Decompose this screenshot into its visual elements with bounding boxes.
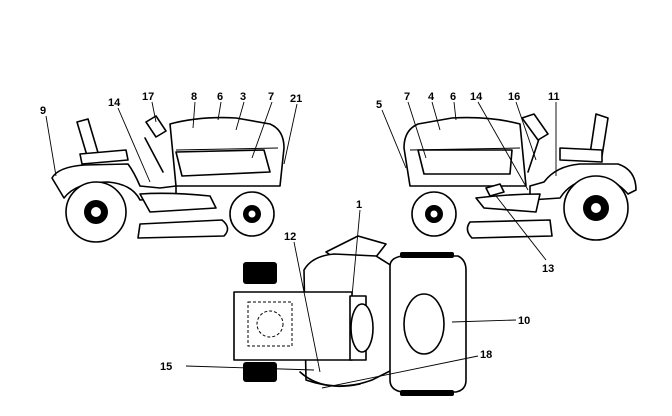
leader-7-right (407, 101, 427, 159)
left-steering-wheel (145, 115, 167, 138)
leader-21 (283, 103, 298, 165)
callout-labels: 9 14 17 8 6 3 7 21 5 7 4 6 14 16 11 13 1… (40, 91, 560, 373)
left-side-view (51, 115, 285, 243)
right-side-view (403, 113, 637, 241)
right-steering-wheel (521, 113, 549, 141)
top-seat-circle (256, 310, 284, 338)
leader-lines (45, 101, 557, 389)
callout-15: 15 (160, 361, 172, 373)
callout-13: 13 (542, 263, 554, 275)
callout-6-left: 6 (217, 91, 223, 103)
left-seat-cushion (79, 149, 129, 165)
leader-4 (431, 101, 441, 131)
leader-14-left (117, 107, 151, 183)
top-deck-curve (299, 371, 361, 388)
top-grille-oval (403, 293, 445, 355)
right-mower-deck (466, 219, 553, 239)
callout-18: 18 (480, 349, 492, 361)
leader-14-right (477, 101, 529, 191)
left-grille-panel (175, 149, 271, 177)
right-grille-panel (417, 149, 513, 175)
left-footrest (139, 192, 217, 213)
top-steering-hub (350, 303, 374, 353)
leader-8 (192, 101, 196, 129)
leader-10 (451, 319, 517, 323)
leader-18 (321, 355, 479, 389)
left-mower-deck (137, 219, 229, 239)
callout-21: 21 (290, 93, 302, 105)
leader-6-right (453, 101, 457, 121)
top-fender-block (233, 291, 353, 361)
callout-7-left: 7 (268, 91, 274, 103)
callout-12: 12 (284, 231, 296, 243)
leader-5 (381, 109, 407, 169)
callout-16: 16 (508, 91, 520, 103)
right-seat-cushion (559, 147, 603, 163)
leader-1 (351, 209, 361, 297)
left-steering-column (144, 137, 164, 173)
leader-12 (293, 241, 321, 373)
callout-6-right: 6 (450, 91, 456, 103)
callout-4: 4 (428, 91, 435, 103)
leader-7-left (251, 101, 273, 159)
top-front-bumper-top (400, 252, 454, 258)
left-rear-wheel-cap (91, 207, 101, 217)
callout-14-right: 14 (470, 91, 483, 103)
leader-13 (495, 195, 547, 261)
callout-11: 11 (548, 91, 560, 103)
leader-6-left (217, 101, 222, 121)
top-rear-wheel-left (243, 262, 277, 284)
left-hood-line (175, 147, 279, 151)
callout-9: 9 (40, 105, 46, 117)
leader-15 (185, 365, 315, 371)
right-front-wheel-cap (430, 210, 438, 218)
leader-3 (235, 101, 245, 131)
leader-16 (515, 101, 537, 161)
callout-8: 8 (191, 91, 197, 103)
right-lift-lever (485, 183, 505, 197)
callout-14-left: 14 (108, 97, 121, 109)
top-seat-outline (247, 301, 293, 347)
callout-7-right: 7 (404, 91, 410, 103)
leader-9 (45, 115, 57, 177)
callout-3: 3 (240, 91, 246, 103)
callout-5: 5 (376, 99, 382, 111)
top-view (233, 235, 467, 396)
right-rear-wheel-cap (591, 203, 601, 213)
left-front-wheel-cap (248, 210, 256, 218)
right-footrest (475, 193, 541, 213)
callout-1: 1 (356, 199, 362, 211)
leader-17 (151, 101, 157, 123)
callout-10: 10 (518, 315, 530, 327)
top-rear-wheel-right (243, 362, 277, 382)
top-front-bumper-bottom (400, 390, 454, 396)
callout-17: 17 (142, 91, 154, 103)
